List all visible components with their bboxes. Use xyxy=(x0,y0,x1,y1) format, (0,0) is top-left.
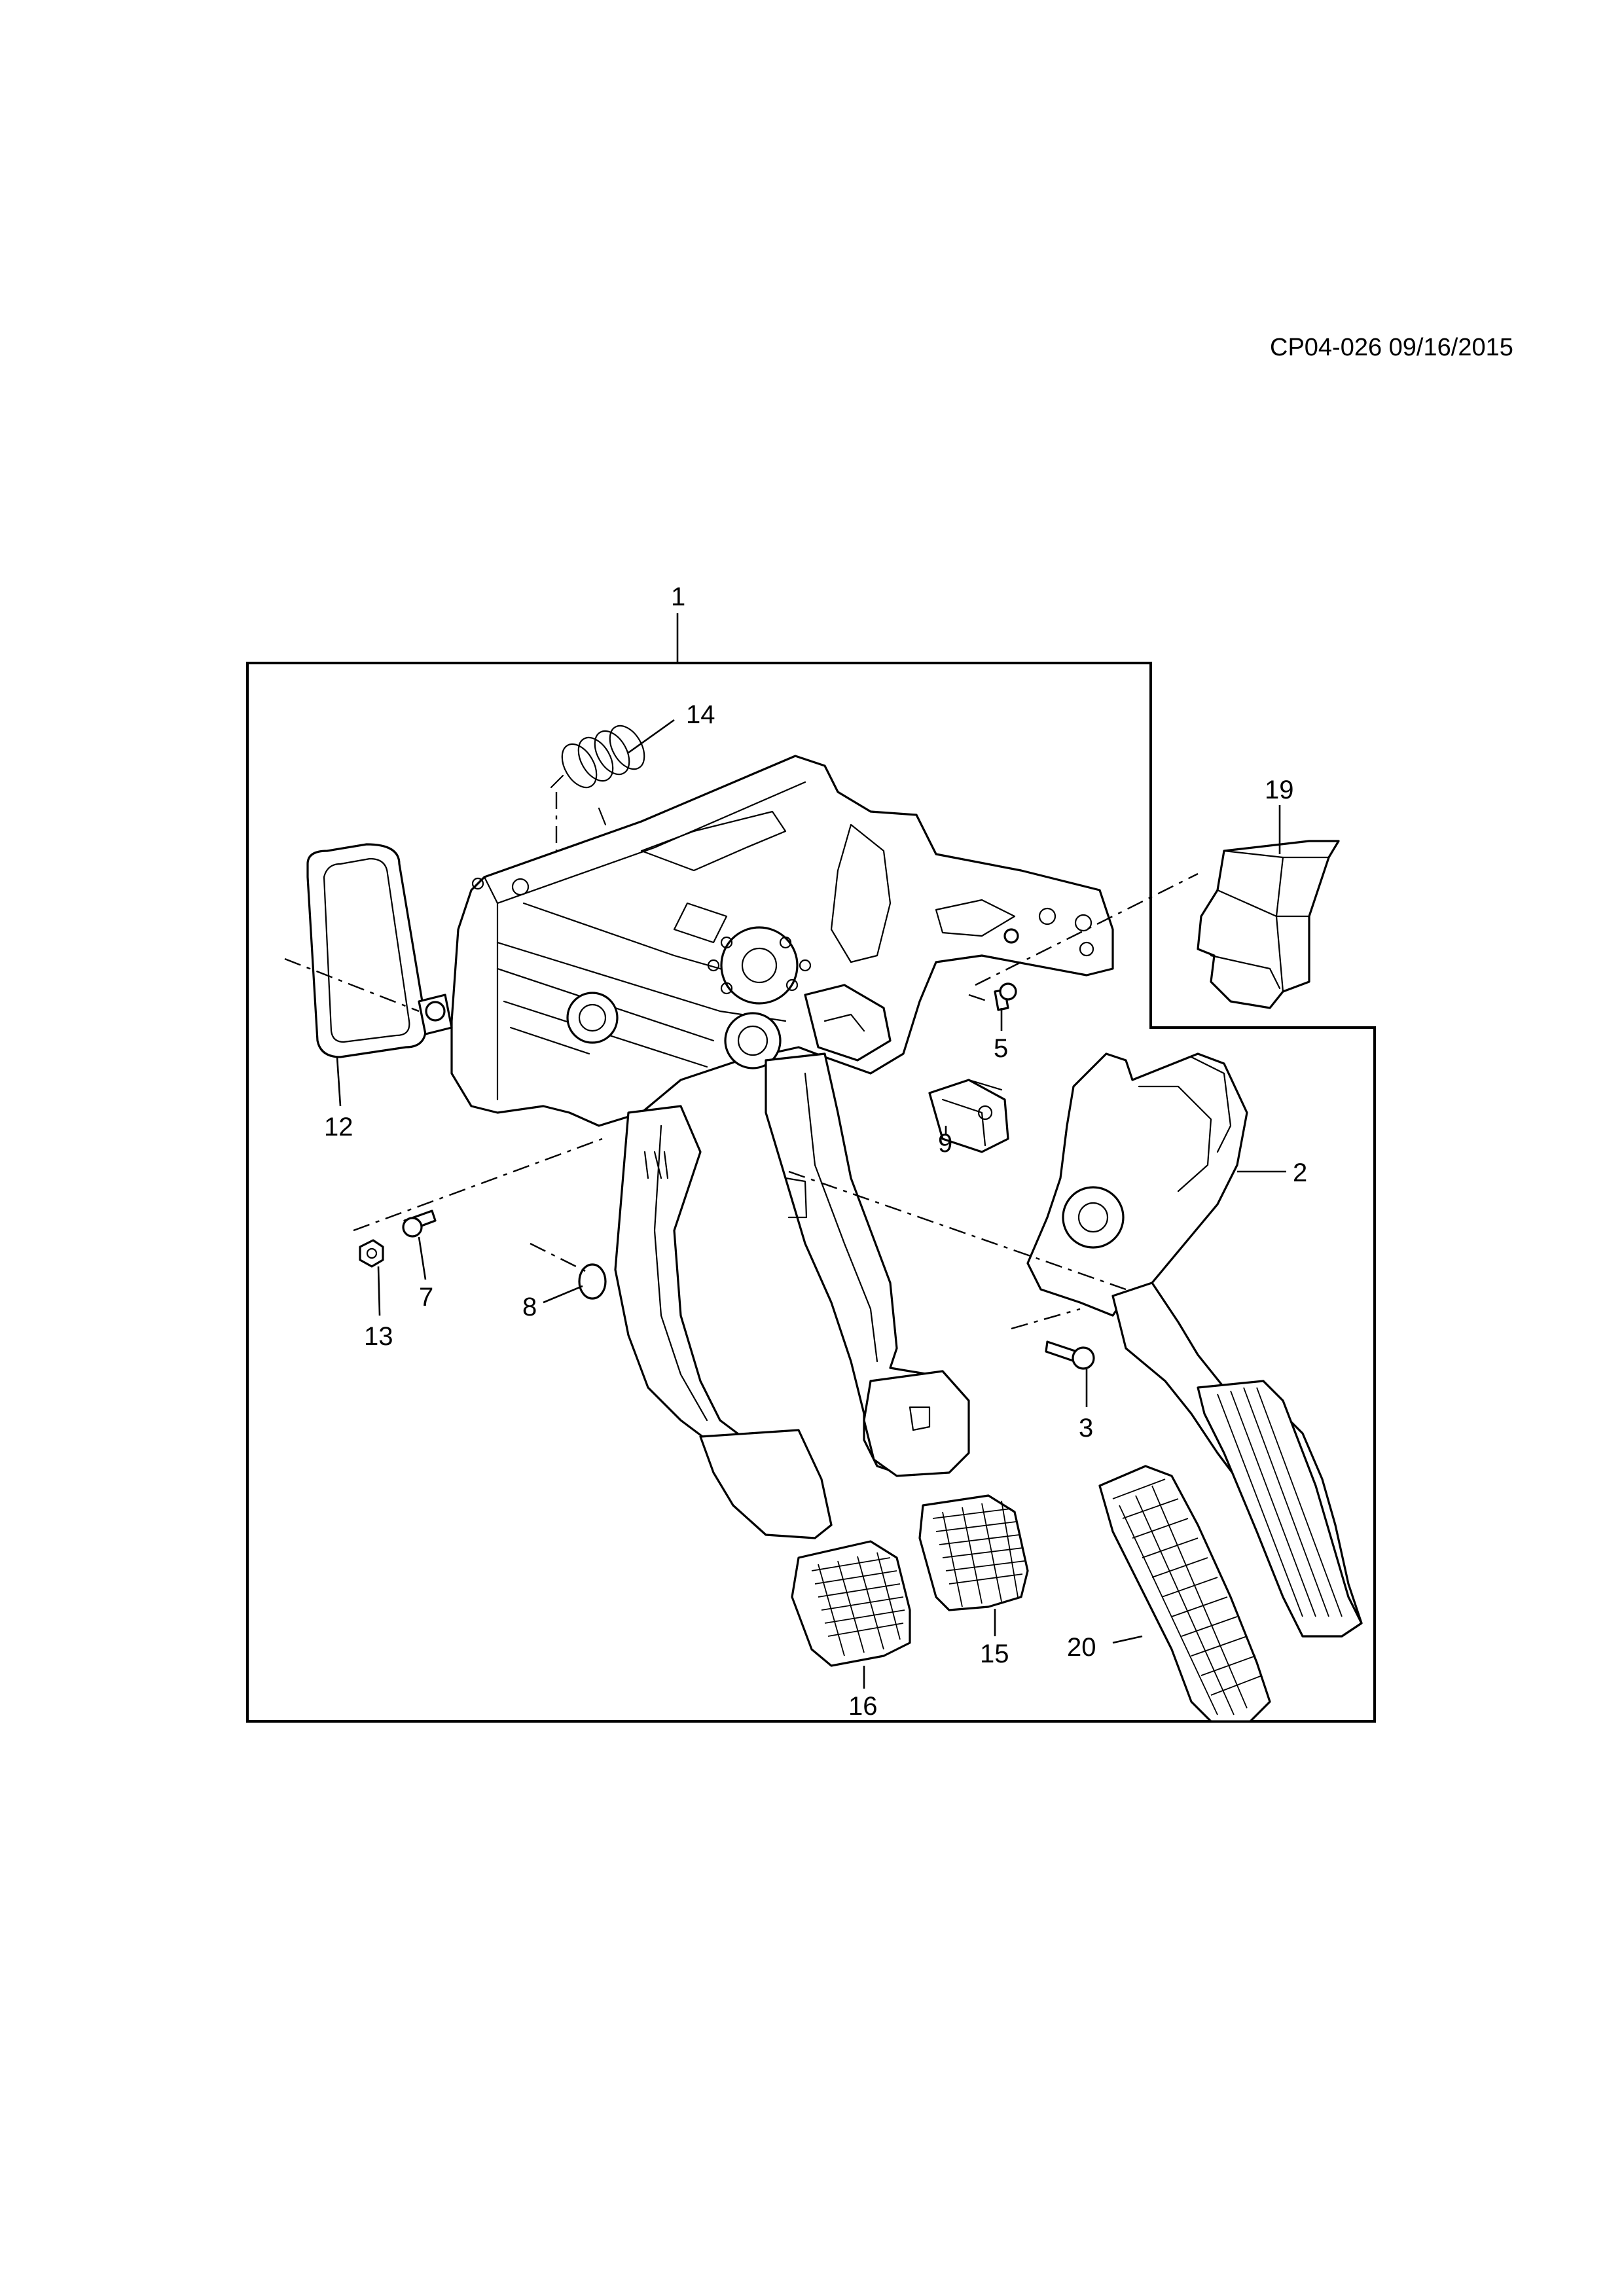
axis-bolt-3 xyxy=(1011,1308,1081,1330)
accelerator-pad-20 xyxy=(1098,1465,1271,1723)
brake-pedal xyxy=(765,1052,970,1477)
brake-light-switch-9 xyxy=(928,1079,1009,1153)
callout-8: 8 xyxy=(522,1293,537,1321)
bracket-switch xyxy=(804,984,892,1062)
callout-2: 2 xyxy=(1293,1158,1307,1187)
leader-14 xyxy=(628,719,675,754)
callout-1: 1 xyxy=(671,583,685,611)
bolt-3 xyxy=(1045,1340,1095,1370)
bumper-stop-8 xyxy=(578,1263,607,1300)
leader-7 xyxy=(418,1236,427,1280)
dash-seal-ring xyxy=(306,843,427,1058)
callout-16: 16 xyxy=(848,1692,878,1721)
axis-accel xyxy=(788,1170,1127,1291)
bolt-7 xyxy=(402,1210,437,1238)
callout-19: 19 xyxy=(1265,776,1294,804)
pedal-pad-16 xyxy=(791,1540,911,1667)
leader-20 xyxy=(1112,1635,1143,1644)
drawing-reference: CP04-026 09/16/2015 xyxy=(1270,334,1513,361)
leader-13 xyxy=(377,1266,381,1316)
axis-bolt-5 xyxy=(968,994,989,1003)
pedal-pad-15 xyxy=(918,1494,1029,1611)
clutch-pedal xyxy=(614,1105,833,1539)
callout-15: 15 xyxy=(980,1640,1009,1668)
pedal-bracket xyxy=(450,755,1114,1127)
return-spring xyxy=(550,725,645,826)
axis-seal xyxy=(284,958,420,1013)
callout-5: 5 xyxy=(994,1034,1008,1063)
bolt-5 xyxy=(994,982,1017,1011)
callout-20: 20 xyxy=(1067,1633,1096,1662)
axis-stop xyxy=(530,1242,590,1274)
callout-3: 3 xyxy=(1079,1414,1093,1443)
callout-12: 12 xyxy=(324,1113,353,1141)
nut-13 xyxy=(359,1239,384,1268)
callout-14: 14 xyxy=(686,700,715,729)
leader-12 xyxy=(336,1056,342,1107)
axis-cover xyxy=(975,872,1199,986)
accelerator-pedal-2 xyxy=(1026,1052,1363,1638)
axis-bolt-7 xyxy=(353,1138,603,1232)
bracket-stud xyxy=(418,994,453,1035)
callout-9: 9 xyxy=(938,1129,952,1158)
leader-8 xyxy=(543,1285,583,1304)
pedal-cover-19 xyxy=(1197,840,1340,1009)
callout-13: 13 xyxy=(364,1322,393,1351)
callout-7: 7 xyxy=(419,1283,433,1312)
assembly-frame xyxy=(246,662,1376,1723)
